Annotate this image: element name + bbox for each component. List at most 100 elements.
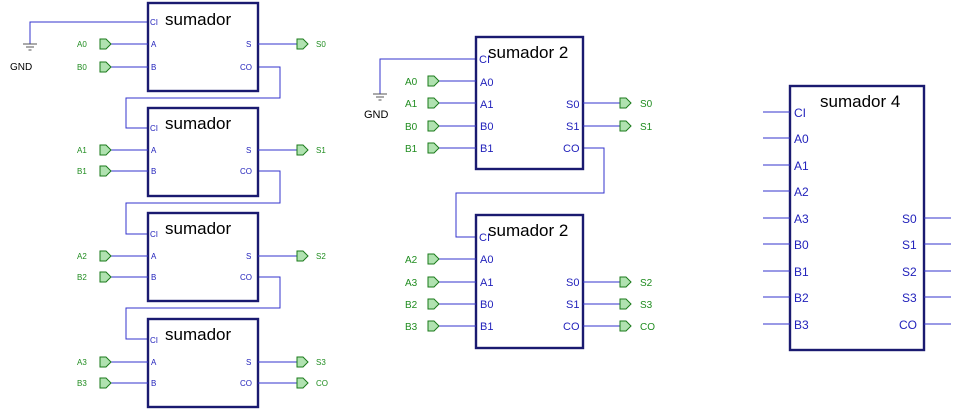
port-label-a0: A0 [405,77,418,88]
output-port-icon[interactable] [296,144,309,156]
output-port-icon[interactable] [619,276,632,288]
pin-co: CO [563,143,580,155]
output-port-icon[interactable] [296,377,309,389]
port-label-a2: A2 [405,255,418,266]
pin-b2: B2 [794,291,809,305]
pin-s1: S1 [566,299,579,311]
input-port-icon[interactable] [99,356,112,368]
port-label-b1: B1 [405,144,418,155]
pin-s: S [246,252,251,261]
pin-ci: CI [150,336,158,345]
pin-co: CO [240,167,252,176]
port-label-s0: S0 [316,40,326,49]
pin-s2: S2 [902,265,917,279]
pin-b: B [151,379,156,388]
pin-s1: S1 [902,238,917,252]
port-label-s1: S1 [316,146,326,155]
pin-a0: A0 [480,77,493,89]
gnd-to-ci-wire[interactable] [29,21,148,44]
carry-wire-1-2[interactable] [125,170,281,235]
pin-s0: S0 [566,277,579,289]
adder-title: sumador [165,114,231,133]
port-label-s2: S2 [640,278,653,289]
port-label-co: CO [316,379,328,388]
sumador4-block[interactable]: sumador 4 CI A0 A1 A2 A3 B0 B1 B2 B3 [763,84,951,352]
input-port-icon[interactable] [99,38,112,50]
output-port-icon[interactable] [619,120,632,132]
pin-b1: B1 [480,321,493,333]
port-label-a2: A2 [77,252,87,261]
adder-3-ports: A3 B3 S3 CO [77,356,328,389]
sumador2-block-2[interactable]: sumador 2 CI A0 A1 B0 B1 S0 S1 CO [474,213,585,350]
pin-s: S [246,40,251,49]
input-port-icon[interactable] [99,144,112,156]
input-port-icon[interactable] [99,250,112,262]
port-label-a1: A1 [77,146,87,155]
adder-0-ports: A0 B0 S0 [77,38,326,73]
input-port-icon[interactable] [427,320,440,332]
port-label-b2: B2 [405,300,418,311]
output-port-icon[interactable] [619,320,632,332]
sumador2-block-1-ports: A0 A1 B0 B1 S0 S1 [405,75,653,155]
carry-wire-block1-block2[interactable] [455,147,605,238]
input-port-icon[interactable] [427,276,440,288]
adder-2-ports: A2 B2 S2 [77,250,326,283]
pin-co: CO [563,321,580,333]
adder-body[interactable] [146,211,260,303]
output-port-icon[interactable] [296,356,309,368]
sumador2-block-1[interactable]: sumador 2 CI A0 A1 B0 B1 S0 S1 CO [474,35,585,171]
adder-body[interactable] [146,1,260,93]
port-label-s3: S3 [640,300,653,311]
adder-block-2[interactable]: sumador CI A B S CO [146,211,260,303]
sumador2-block-2-ports: A2 A3 B2 B3 S2 S3 CO [405,253,655,333]
input-port-icon[interactable] [427,253,440,265]
input-port-icon[interactable] [427,142,440,154]
pin-a3: A3 [794,212,809,226]
adder-title: sumador [165,219,231,238]
adder-title: sumador 2 [488,221,568,240]
output-port-icon[interactable] [619,97,632,109]
pin-s3: S3 [902,291,917,305]
input-port-icon[interactable] [99,271,112,283]
port-label-b0: B0 [77,63,87,72]
middle-ground: GND [364,93,389,121]
pin-co: CO [240,273,252,282]
port-label-a0: A0 [77,40,87,49]
input-port-icon[interactable] [99,165,112,177]
pin-a1: A1 [794,159,809,173]
pin-ci: CI [479,232,490,244]
pin-ci: CI [150,124,158,133]
pin-co: CO [240,379,252,388]
input-port-icon[interactable] [427,97,440,109]
adder-block-0[interactable]: sumador CI A B S CO [146,1,260,93]
adder-title: sumador 2 [488,43,568,62]
pin-b1: B1 [794,265,809,279]
input-port-icon[interactable] [99,377,112,389]
input-port-icon[interactable] [427,120,440,132]
middle-two-bit-adders: GND sumador 2 CI A0 A1 B0 B1 S0 S1 CO [364,35,655,350]
adder-body[interactable] [474,35,585,171]
adder-body[interactable] [146,106,260,198]
pin-ci: CI [794,106,806,120]
gnd-to-ci-wire[interactable] [379,58,476,94]
input-port-icon[interactable] [427,75,440,87]
output-port-icon[interactable] [296,250,309,262]
output-port-icon[interactable] [296,38,309,50]
pin-s0: S0 [902,212,917,226]
adder-block-3[interactable]: sumador CI A B S CO [146,317,260,409]
adder-block-1[interactable]: sumador CI A B S CO [146,106,260,198]
port-label-s3: S3 [316,358,326,367]
input-port-icon[interactable] [99,61,112,73]
port-label-b3: B3 [77,379,87,388]
output-port-icon[interactable] [619,298,632,310]
adder-body[interactable] [146,317,260,409]
input-port-icon[interactable] [427,298,440,310]
gnd-label: GND [364,109,389,121]
carry-wire-0-1[interactable] [125,66,281,129]
port-label-a3: A3 [77,358,87,367]
pin-b3: B3 [794,318,809,332]
sumador4-left-pins: CI A0 A1 A2 A3 B0 B1 B2 B3 [763,106,809,332]
carry-wire-2-3[interactable] [125,276,281,340]
port-label-b0: B0 [405,122,418,133]
